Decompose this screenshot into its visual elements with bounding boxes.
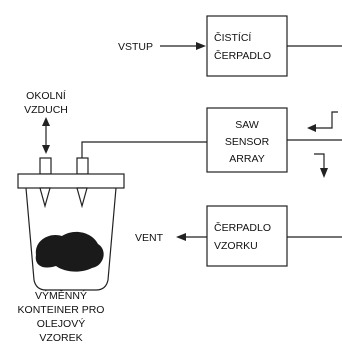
- sample-pump-box: ČERPADLO VZORKU: [206, 205, 288, 267]
- sample-pump-label-2: VZORKU: [214, 240, 258, 252]
- ambient-air-label-1: OKOLNÍ: [26, 89, 66, 102]
- container-label-1: VÝMĚNNÝ: [35, 289, 87, 302]
- container-to-sensor-line: [81, 141, 207, 158]
- tube-left: [39, 187, 51, 209]
- port-left: [39, 157, 52, 175]
- container-label-3: OLEJOVÝ: [37, 317, 85, 330]
- cleaning-pump-label-1: ČISTÍCÍ: [214, 31, 251, 44]
- sample-pump-label-1: ČERPADLO: [214, 221, 271, 234]
- tube-right: [76, 187, 88, 209]
- sensor-inlet-arrow: [307, 111, 338, 132]
- saw-label-1: SAW: [235, 119, 259, 131]
- saw-label-3: ARRAY: [229, 153, 264, 165]
- container-label-4: VZOREK: [39, 332, 82, 344]
- cleaning-pump-box: ČISTÍCÍ ČERPADLO: [206, 15, 288, 77]
- sensor-outlet-arrow: [314, 153, 328, 178]
- saw-sensor-array-box: SAW SENSOR ARRAY: [206, 107, 288, 173]
- saw-label-2: SENSOR: [225, 136, 270, 148]
- oil-sample-blob: [35, 231, 104, 272]
- container-label-2: KONTEINER PRO: [18, 304, 105, 316]
- ambient-air-double-arrow: [42, 117, 50, 154]
- input-arrow: [160, 42, 206, 50]
- oil-sample-container: [17, 141, 207, 291]
- port-right: [76, 157, 89, 175]
- cleaning-pump-label-2: ČERPADLO: [214, 49, 271, 62]
- vent-arrow: [176, 233, 207, 241]
- container-body: [25, 187, 117, 291]
- input-label: VSTUP: [118, 41, 153, 53]
- ambient-air-label-2: VZDUCH: [24, 104, 68, 116]
- container-lid: [17, 173, 125, 189]
- vent-label: VENT: [135, 232, 164, 244]
